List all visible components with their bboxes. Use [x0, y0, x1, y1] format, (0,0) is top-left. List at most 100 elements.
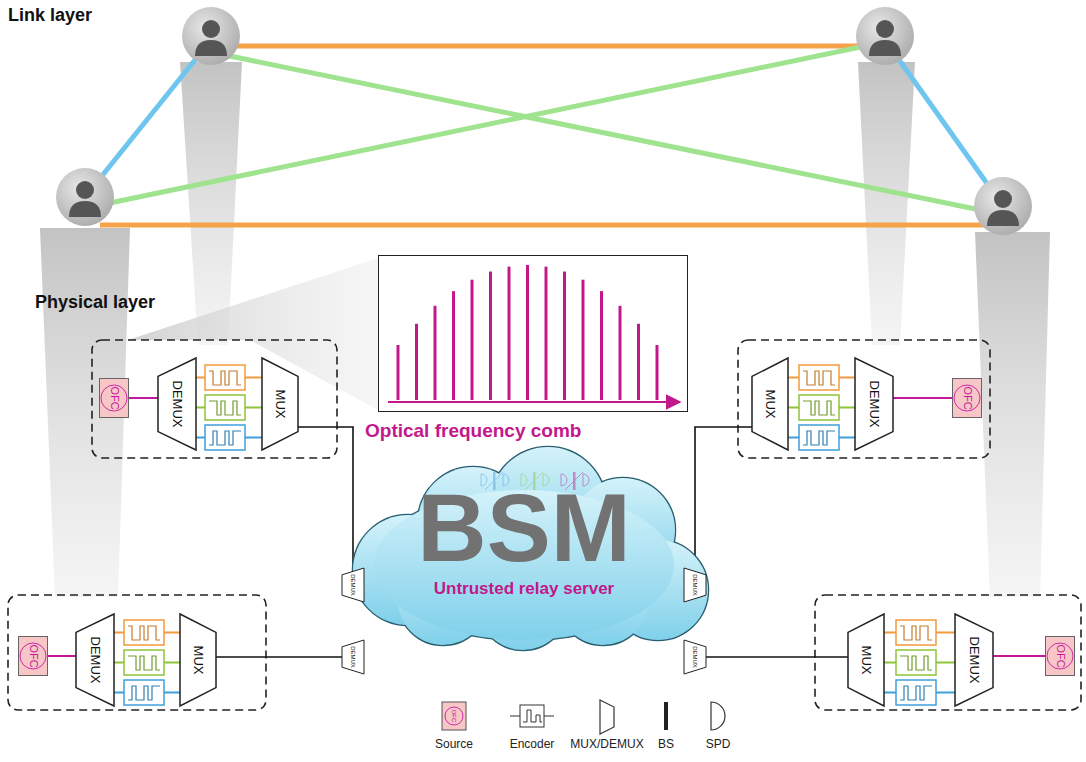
block-label: MUX — [192, 646, 205, 675]
comb-line — [452, 291, 455, 400]
block-label: DEMUX — [868, 381, 881, 428]
comb-line — [415, 324, 418, 400]
fiber-link — [216, 656, 342, 658]
source-label: OFC — [1055, 644, 1066, 667]
legend-label: SPD — [706, 738, 731, 750]
comb-lines — [398, 265, 657, 400]
fiber-link — [298, 427, 353, 568]
encoder-symbol — [205, 425, 245, 450]
comb-line — [563, 272, 566, 400]
source-icon-label: OFC — [451, 710, 457, 723]
source-box: OFC — [1045, 636, 1075, 676]
comb-line — [637, 324, 640, 400]
encoder-symbol — [205, 365, 245, 390]
pulse-waveform — [900, 686, 932, 700]
fiber-link — [706, 656, 848, 658]
pulse-waveform — [209, 431, 241, 445]
encoder-row — [114, 365, 955, 705]
pulse-waveform — [128, 686, 160, 700]
comb-inset: Optical frequency comb — [378, 255, 688, 412]
comb-line — [489, 272, 492, 400]
comb-line — [600, 291, 603, 400]
pedestal — [858, 62, 915, 345]
block-label: DEMUX — [692, 646, 698, 668]
source-label: OFC — [109, 386, 120, 409]
encoder-symbol — [124, 680, 164, 705]
legend-label: Source — [435, 738, 473, 750]
encoder-symbol — [124, 620, 164, 645]
demux-block: DEMUX — [76, 614, 114, 706]
comb-line — [526, 265, 529, 400]
pulse-waveform — [128, 626, 160, 640]
link-line — [85, 40, 211, 197]
comb-line — [397, 345, 400, 400]
layer-title: Physical layer — [35, 293, 155, 311]
mux-block: MUX — [752, 358, 788, 450]
pulse-waveform — [209, 401, 241, 415]
demux-block: DEMUX — [684, 568, 706, 602]
source-box: OFC — [18, 636, 48, 676]
block-label: DEMUX — [968, 637, 981, 684]
link-line — [885, 40, 1003, 206]
block-label: MUX — [274, 390, 287, 419]
demux-block: DEMUX — [684, 640, 706, 674]
mux-block: MUX — [848, 614, 884, 706]
encoder-symbol — [799, 365, 839, 390]
comb-line — [619, 306, 622, 400]
encoder-symbol — [896, 650, 936, 675]
block-label: DEMUX — [171, 381, 184, 428]
relay-subtitle: Untrusted relay server — [338, 580, 710, 597]
transmitter-frame — [92, 340, 337, 458]
pulse-waveform — [128, 656, 160, 670]
pulse-waveform — [900, 656, 932, 670]
block-label: MUX — [860, 646, 873, 675]
block-label: DEMUX — [350, 574, 356, 596]
comb-line — [582, 280, 585, 400]
legend-label: MUX/DEMUX — [570, 738, 643, 750]
source-box: OFC — [99, 378, 129, 418]
pedestal — [180, 62, 242, 345]
demux-block: DEMUX — [342, 640, 364, 674]
pulse-waveform — [803, 371, 835, 385]
legend-label: Encoder — [510, 738, 555, 750]
link-line — [100, 223, 990, 228]
encoder-symbol — [896, 680, 936, 705]
demux-block: DEMUX — [855, 358, 893, 450]
relay-cloud: BSMUntrusted relay serverDEMUXDEMUXDEMUX… — [338, 450, 710, 680]
transmitter-frame — [815, 595, 1081, 710]
block-label: DEMUX — [89, 637, 102, 684]
block-label: DEMUX — [692, 574, 698, 596]
encoder-symbol — [896, 620, 936, 645]
block-label: DEMUX — [350, 646, 356, 668]
encoder-symbol — [205, 395, 245, 420]
demux-block: DEMUX — [342, 568, 364, 602]
mux-block: MUX — [180, 614, 216, 706]
comb-line — [656, 345, 659, 400]
user-icon — [56, 168, 114, 226]
source-box: OFC — [952, 378, 982, 418]
mux-block: MUX — [262, 358, 298, 450]
transmitter-frame — [738, 340, 990, 458]
layer-title: Link layer — [8, 6, 92, 24]
encoder-symbol — [799, 425, 839, 450]
encoder-symbol — [124, 650, 164, 675]
comb-line — [434, 306, 437, 400]
legend-icons — [442, 700, 725, 734]
pulse-waveform — [900, 626, 932, 640]
pulse-waveform — [803, 431, 835, 445]
fiber-link — [893, 397, 952, 399]
pedestal — [40, 228, 130, 597]
comb-line — [471, 280, 474, 400]
user-icon — [182, 7, 240, 65]
pulse-waveform — [803, 401, 835, 415]
demux-block: DEMUX — [158, 358, 196, 450]
link-line — [211, 44, 885, 49]
inset-caption: Optical frequency comb — [365, 421, 581, 440]
pulse-waveform — [209, 371, 241, 385]
fiber-link — [48, 655, 76, 657]
comb-line — [508, 267, 511, 400]
relay-title: BSM — [338, 480, 710, 576]
user-icon — [856, 7, 914, 65]
block-label: MUX — [764, 390, 777, 419]
source-label: OFC — [28, 644, 39, 667]
